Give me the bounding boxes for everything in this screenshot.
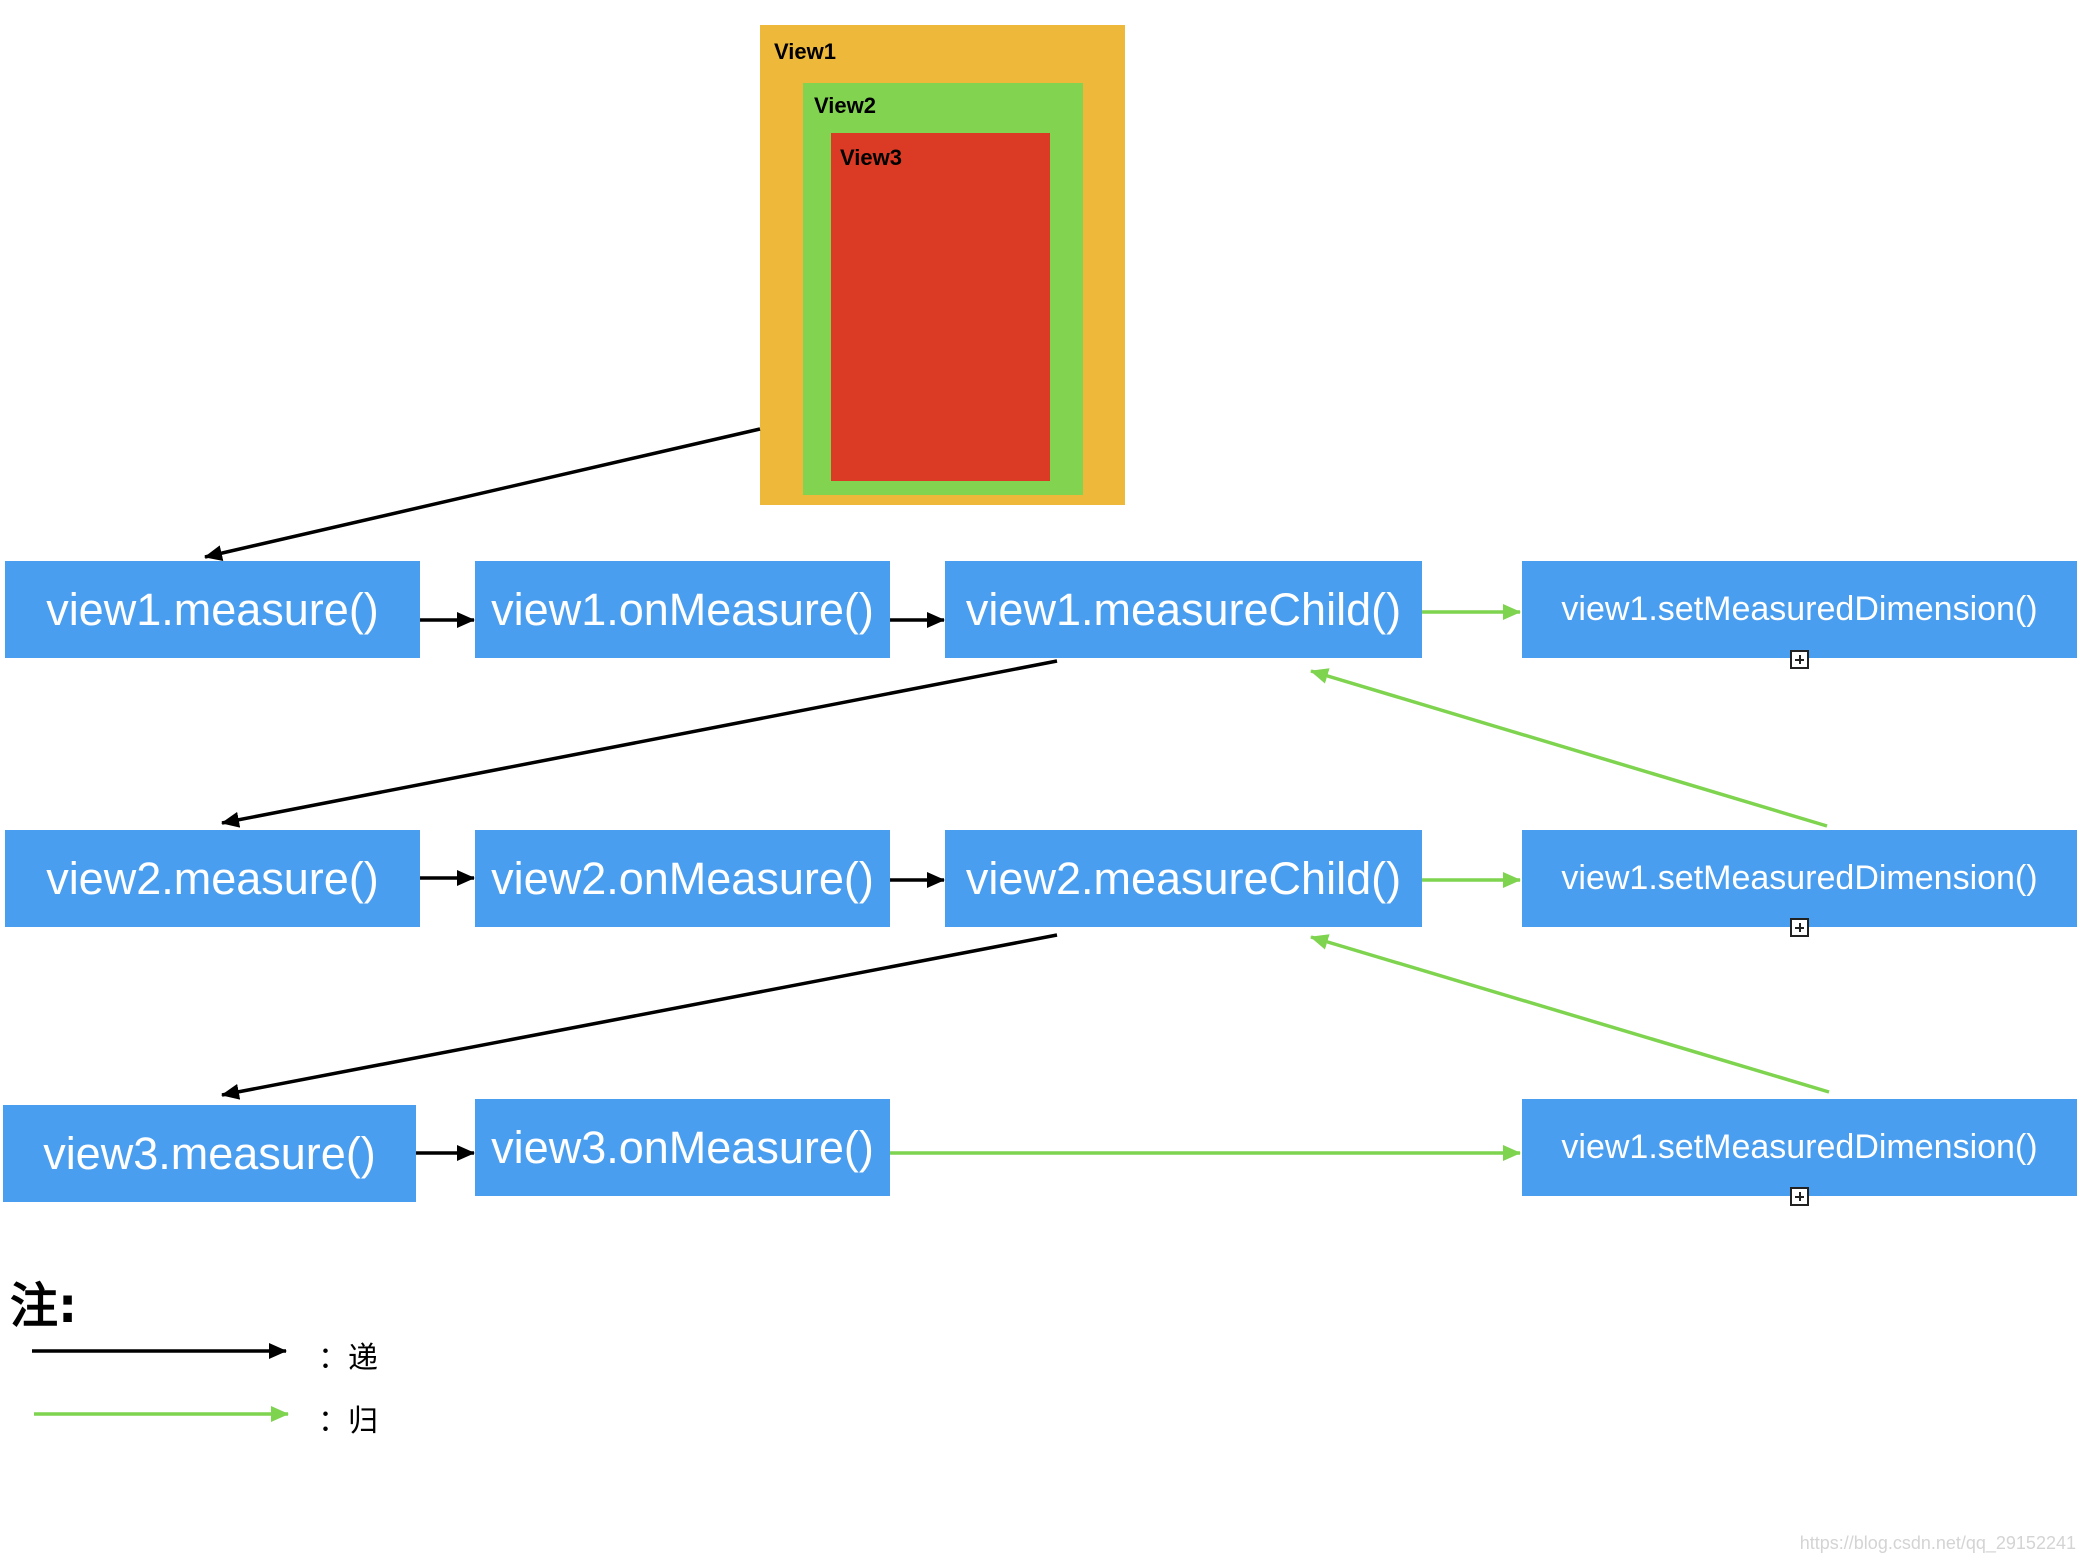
- view3-label: View3: [840, 145, 902, 170]
- arrow-row3-setdimension-to-view2-measurechild: [1310, 934, 1830, 1094]
- row1-setmeasureddimension-box: view1.setMeasuredDimension(): [1522, 561, 2077, 658]
- legend-return-label: ：归: [318, 1404, 378, 1439]
- view1-onmeasure-box: view1.onMeasure(): [475, 561, 890, 658]
- arrow-row2-setdimension-to-view1-measurechild: [1310, 668, 1828, 828]
- view2-onmeasure-box: view2.onMeasure(): [475, 830, 890, 927]
- legend-call-label: ：递: [318, 1341, 378, 1376]
- view3-container: View3: [831, 133, 1050, 481]
- row2-expand-icon[interactable]: [1790, 918, 1809, 937]
- view1-measure-box: view1.measure(): [5, 561, 420, 658]
- view2-measure-box: view2.measure(): [5, 830, 420, 927]
- view1-label: View1: [774, 39, 836, 64]
- view3-onmeasure-box: view3.onMeasure(): [475, 1099, 890, 1196]
- row3-expand-icon[interactable]: [1790, 1187, 1809, 1206]
- view3-measure-box: view3.measure(): [3, 1105, 416, 1202]
- row3-setmeasureddimension-box: view1.setMeasuredDimension(): [1522, 1099, 2077, 1196]
- arrow-view1-measurechild-to-view2-measure: [221, 659, 1058, 828]
- view1-measurechild-box: view1.measureChild(): [945, 561, 1422, 658]
- row2-setmeasureddimension-box: view1.setMeasuredDimension(): [1522, 830, 2077, 927]
- arrow-view2-measurechild-to-view3-measure: [221, 933, 1058, 1100]
- row1-expand-icon[interactable]: [1790, 650, 1809, 669]
- view2-label: View2: [814, 93, 876, 118]
- arrow-container-to-view1-measure: [204, 427, 761, 561]
- view1-container: View1 View2 View3: [760, 25, 1125, 505]
- view2-measurechild-box: view2.measureChild(): [945, 830, 1422, 927]
- legend-title: 注:: [10, 1278, 78, 1334]
- view2-container: View2 View3: [803, 83, 1083, 495]
- watermark: https://blog.csdn.net/qq_29152241: [1799, 1533, 2076, 1553]
